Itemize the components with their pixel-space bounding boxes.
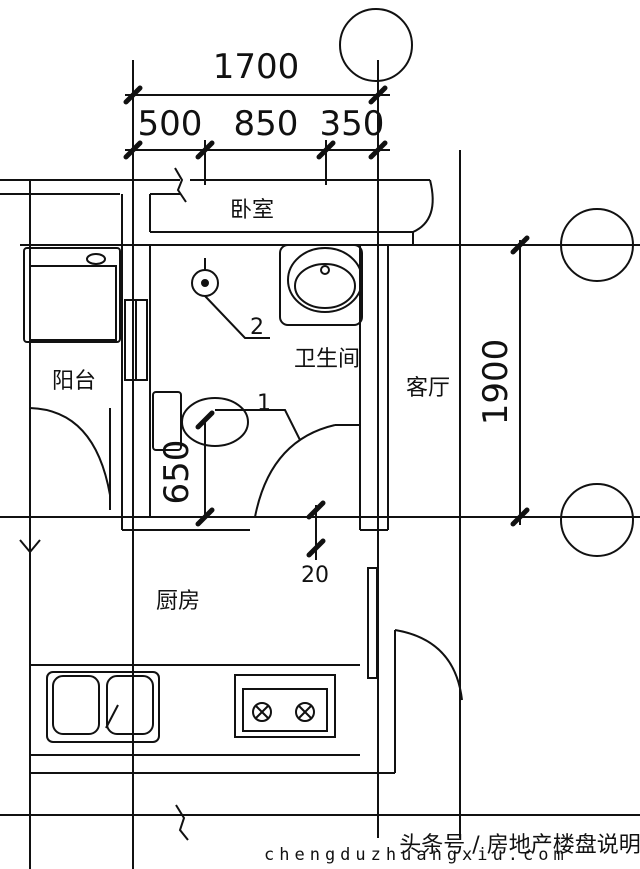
axis-bubble-right-upper <box>560 208 634 282</box>
door-swing <box>412 179 434 233</box>
door-swing <box>29 407 111 496</box>
dim-label-segment: 500 <box>138 104 203 144</box>
callout-label-1: 1 <box>257 391 271 416</box>
room-label-bathroom: 卫生间 <box>294 347 360 372</box>
dim-label-segment: 350 <box>320 104 385 144</box>
sink-bowl-left <box>52 675 100 735</box>
wash-basin-icon <box>287 247 363 313</box>
dim-label-vertical: 1900 <box>476 339 516 426</box>
dim-label-small: 20 <box>301 563 329 588</box>
dim-label-total: 1700 <box>213 47 300 87</box>
room-label-bedroom: 卧室 <box>230 198 274 223</box>
faucet-icon <box>320 265 330 275</box>
dim-tick <box>123 140 143 160</box>
axis-bubble-top <box>339 8 413 82</box>
dim-tick <box>510 507 530 527</box>
double-sink-icon <box>46 671 160 743</box>
room-label-kitchen: 厨房 <box>156 589 200 614</box>
gas-stove-icon <box>234 674 336 738</box>
dim-tick <box>368 140 388 160</box>
callout-leader <box>215 409 301 441</box>
stove-panel <box>242 688 328 732</box>
break-mark <box>174 167 187 203</box>
toilet-icon <box>181 397 249 447</box>
burner-cross <box>254 704 270 720</box>
dim-tick <box>195 507 215 527</box>
washing-machine-body <box>29 265 117 341</box>
door-swing <box>394 629 463 701</box>
dim-label-vertical: 650 <box>157 440 197 505</box>
watermark-background <box>255 838 640 869</box>
dim-tick <box>368 85 388 105</box>
callout-label-2: 2 <box>250 315 264 340</box>
dim-tick <box>306 500 326 520</box>
room-label-living-room: 客厅 <box>406 376 450 401</box>
faucet-icon <box>105 704 119 729</box>
dim-tick <box>195 140 215 160</box>
break-mark <box>19 539 41 554</box>
dim-tick <box>306 538 326 558</box>
door-swing <box>254 424 336 518</box>
break-mark <box>175 804 189 841</box>
dim-tick <box>316 140 336 160</box>
axis-bubble-right-lower <box>560 483 634 557</box>
burner-icon <box>252 702 272 722</box>
washing-machine <box>23 247 121 343</box>
burner-icon <box>295 702 315 722</box>
dim-tick <box>123 85 143 105</box>
room-label-balcony: 阳台 <box>52 369 96 394</box>
watermark-text: chengduzhuangxiu.com <box>264 845 569 865</box>
washer-knob-icon <box>86 253 106 265</box>
floor-drain-center <box>201 279 209 287</box>
sink-bowl-right <box>106 675 154 735</box>
dim-label-segment: 850 <box>234 104 299 144</box>
burner-cross <box>297 704 313 720</box>
sliding-door <box>367 567 378 679</box>
dim-tick <box>510 235 530 255</box>
dim-tick <box>195 410 215 430</box>
watermark-overlay: 头条号 / 房地产楼盘说明 <box>399 833 640 858</box>
toilet-tank <box>152 391 182 451</box>
callout-leader <box>204 295 270 339</box>
basin-bowl <box>294 263 356 309</box>
